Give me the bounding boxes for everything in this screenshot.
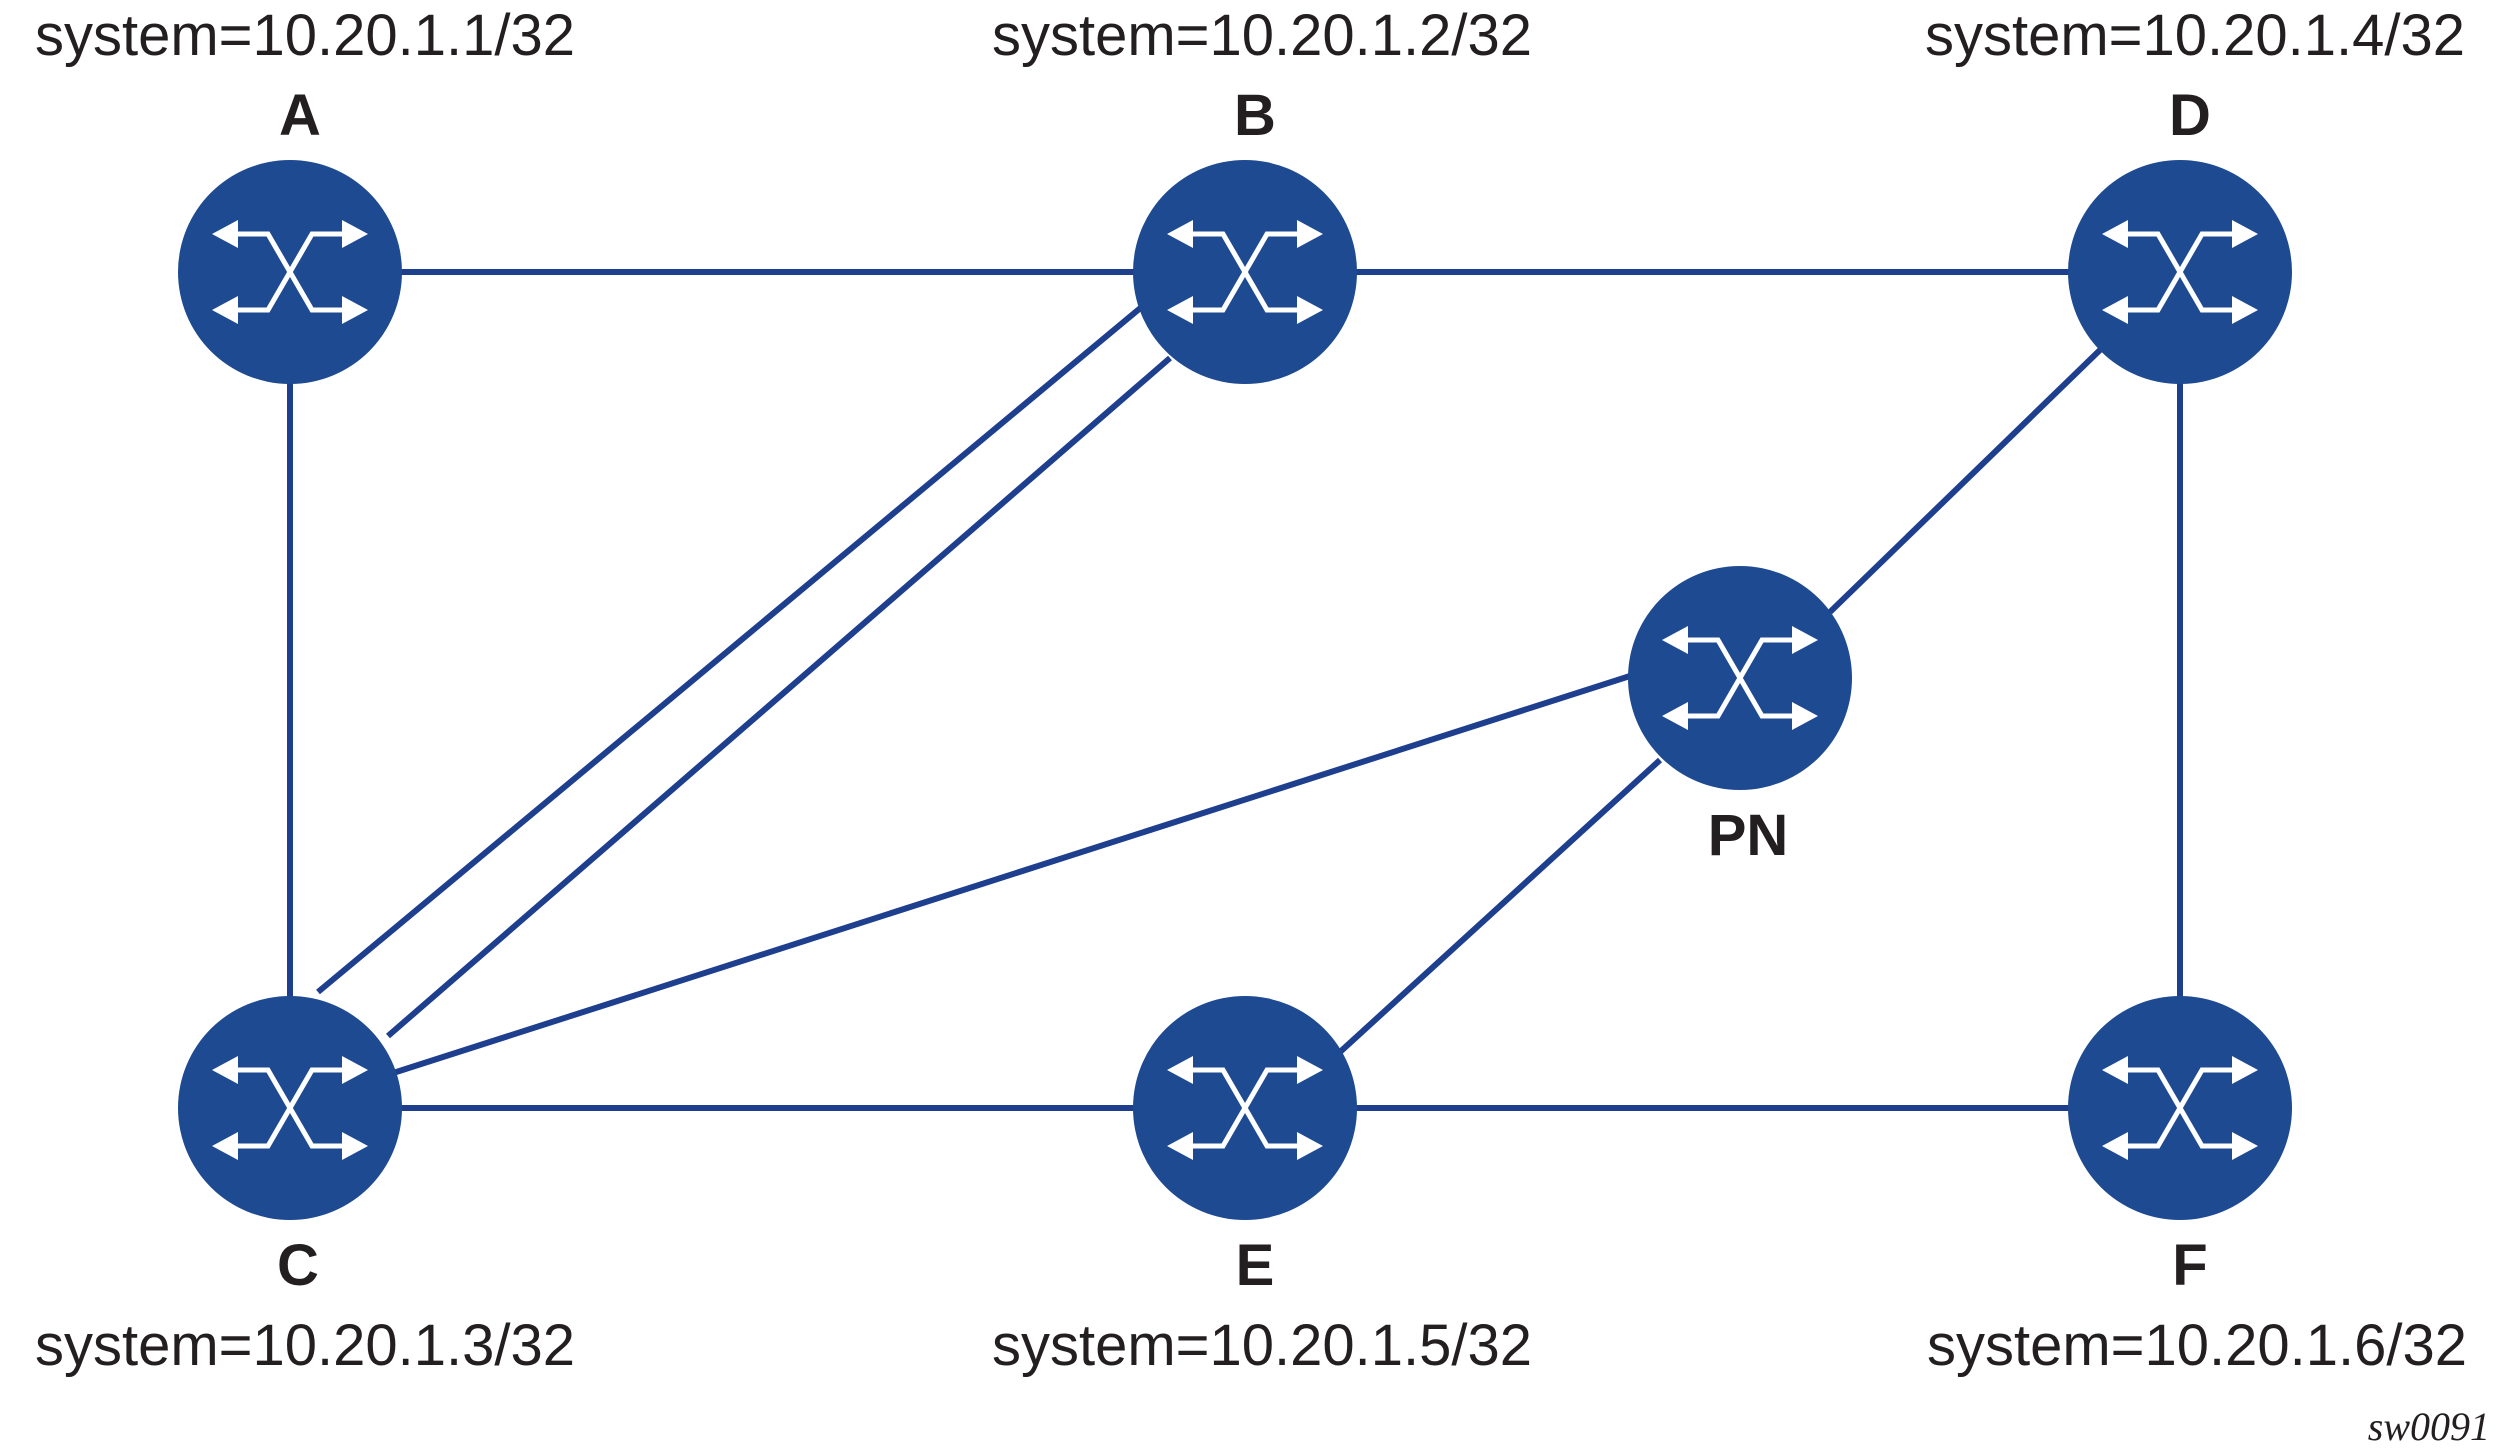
node-label-b: B (1234, 83, 1276, 148)
router-f[interactable] (2068, 996, 2292, 1220)
link-pn-d (1827, 347, 2103, 615)
router-d[interactable] (2068, 160, 2292, 384)
node-label-c: C (277, 1233, 319, 1298)
node-label-f: F (2172, 1233, 2207, 1298)
system-address-e: system=10.20.1.5/32 (992, 1313, 1532, 1378)
system-address-f: system=10.20.1.6/32 (1927, 1313, 2467, 1378)
link-c-b-2 (386, 355, 1172, 1039)
figure-id: sw0091 (2368, 1404, 2490, 1449)
system-address-c: system=10.20.1.3/32 (35, 1313, 575, 1378)
link-c-b-1 (316, 297, 1152, 995)
link-pn-e (1337, 757, 1663, 1055)
router-icon (2068, 160, 2292, 384)
router-icon (178, 996, 402, 1220)
node-label-a: A (279, 83, 321, 148)
router-icon (178, 160, 402, 384)
links-layer (287, 269, 2183, 1111)
router-a[interactable] (178, 160, 402, 384)
node-label-d: D (2169, 83, 2211, 148)
link-c-pn (389, 673, 1631, 1077)
node-label-e: E (1236, 1233, 1275, 1298)
node-label-pn: PN (1708, 803, 1789, 868)
router-icon (1628, 566, 1852, 790)
router-c[interactable] (178, 996, 402, 1220)
router-icon (1133, 996, 1357, 1220)
router-icon (1133, 160, 1357, 384)
router-icon (2068, 996, 2292, 1220)
router-pn[interactable] (1628, 566, 1852, 790)
router-e[interactable] (1133, 996, 1357, 1220)
router-b[interactable] (1133, 160, 1357, 384)
system-address-d: system=10.20.1.4/32 (1925, 3, 2465, 68)
system-address-a: system=10.20.1.1/32 (35, 3, 575, 68)
system-address-b: system=10.20.1.2/32 (992, 3, 1532, 68)
